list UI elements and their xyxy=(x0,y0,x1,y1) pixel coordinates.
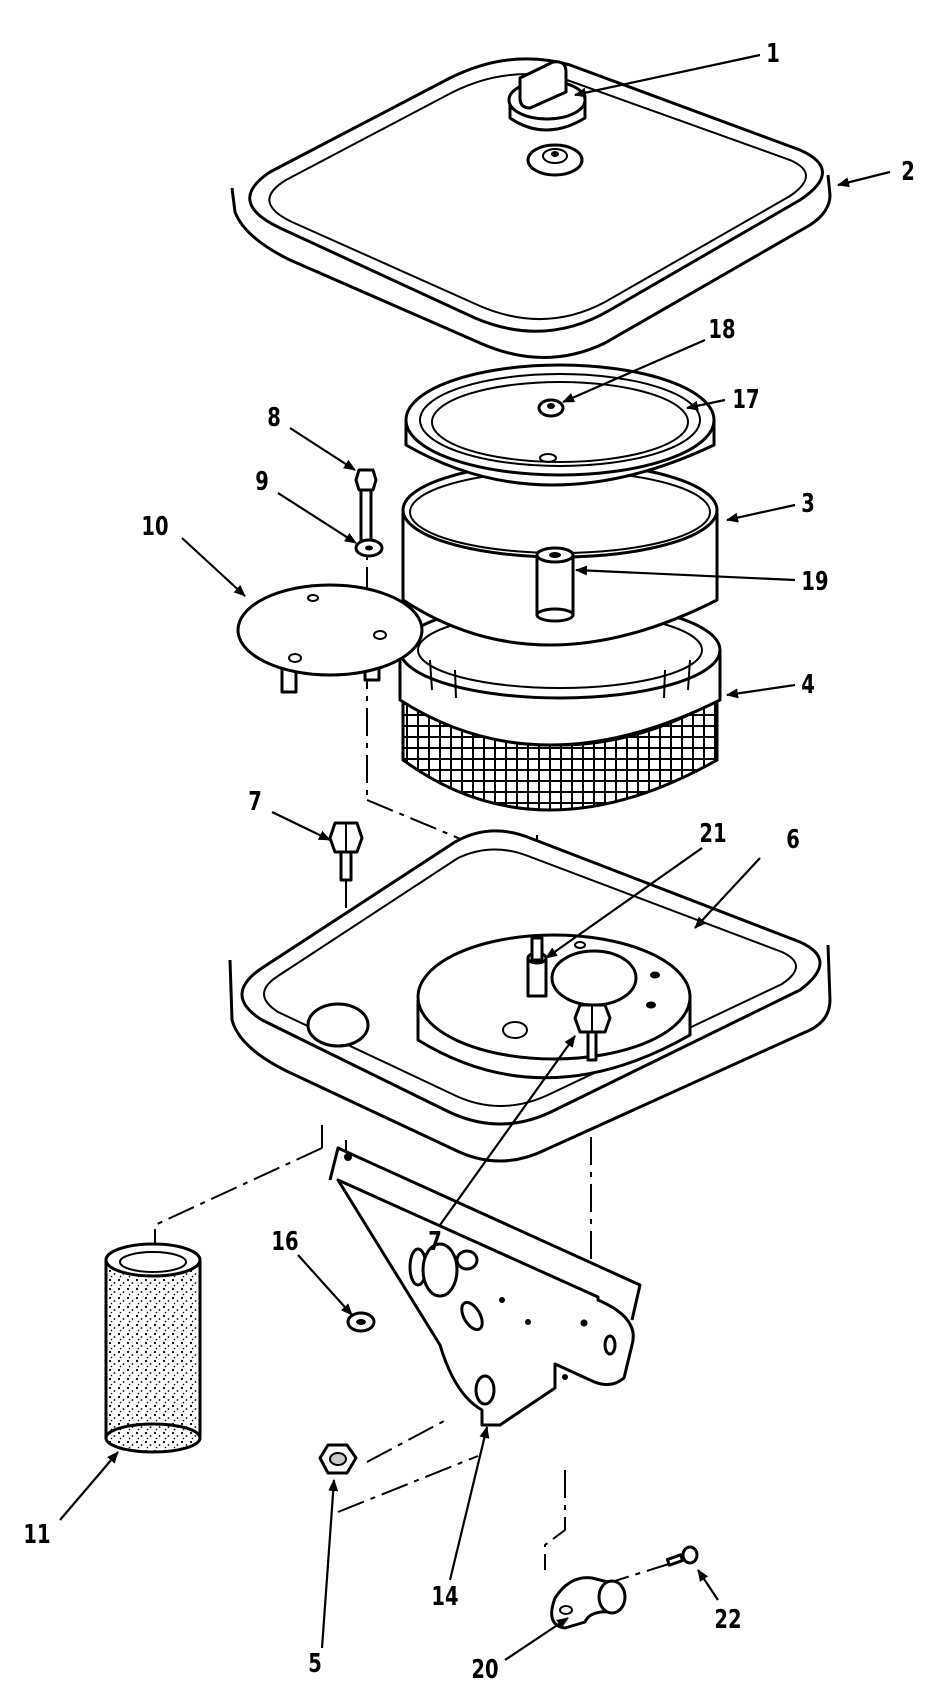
long-bolt xyxy=(354,468,378,548)
callout-6: 6 xyxy=(786,825,800,854)
callout-11: 11 xyxy=(23,1520,50,1549)
callout-16: 16 xyxy=(271,1227,298,1256)
callout-8: 8 xyxy=(267,403,281,432)
callout-17: 17 xyxy=(732,385,759,414)
hex-nut xyxy=(318,1443,358,1475)
bolt-inner xyxy=(573,1003,612,1062)
hose-clamp xyxy=(550,1576,627,1630)
bolt-outer xyxy=(328,821,364,882)
leader-arrows xyxy=(59,53,891,1661)
wing-nut xyxy=(537,398,565,418)
callout-4: 4 xyxy=(801,670,815,699)
callout-7-outer: 7 xyxy=(248,787,262,816)
callout-5: 5 xyxy=(308,1649,322,1678)
lock-washer xyxy=(346,1311,376,1333)
callout-20: 20 xyxy=(471,1655,498,1681)
cover-gasket xyxy=(404,363,716,487)
callout-14: 14 xyxy=(431,1582,458,1611)
callout-10: 10 xyxy=(141,512,168,541)
top-cover xyxy=(230,57,832,359)
callout-9: 9 xyxy=(255,467,269,496)
cover-knob xyxy=(507,60,587,177)
spacer-tube xyxy=(535,546,575,623)
small-screw xyxy=(665,1545,699,1567)
callout-3: 3 xyxy=(801,489,815,518)
callout-21: 21 xyxy=(699,819,726,848)
callout-labels: 1 2 3 4 5 6 7 7 8 9 10 11 14 16 17 18 19… xyxy=(23,39,914,1681)
sleeve-hose xyxy=(104,1242,202,1454)
washer xyxy=(354,538,384,558)
callout-2: 2 xyxy=(901,157,915,186)
callout-22: 22 xyxy=(714,1605,741,1634)
callout-19: 19 xyxy=(801,567,828,596)
mounting-plate xyxy=(236,583,424,694)
callout-7-inner: 7 xyxy=(428,1227,442,1256)
stud xyxy=(526,936,548,998)
mounting-bracket xyxy=(328,1146,642,1427)
callout-18: 18 xyxy=(708,315,735,344)
callout-1: 1 xyxy=(766,39,780,68)
